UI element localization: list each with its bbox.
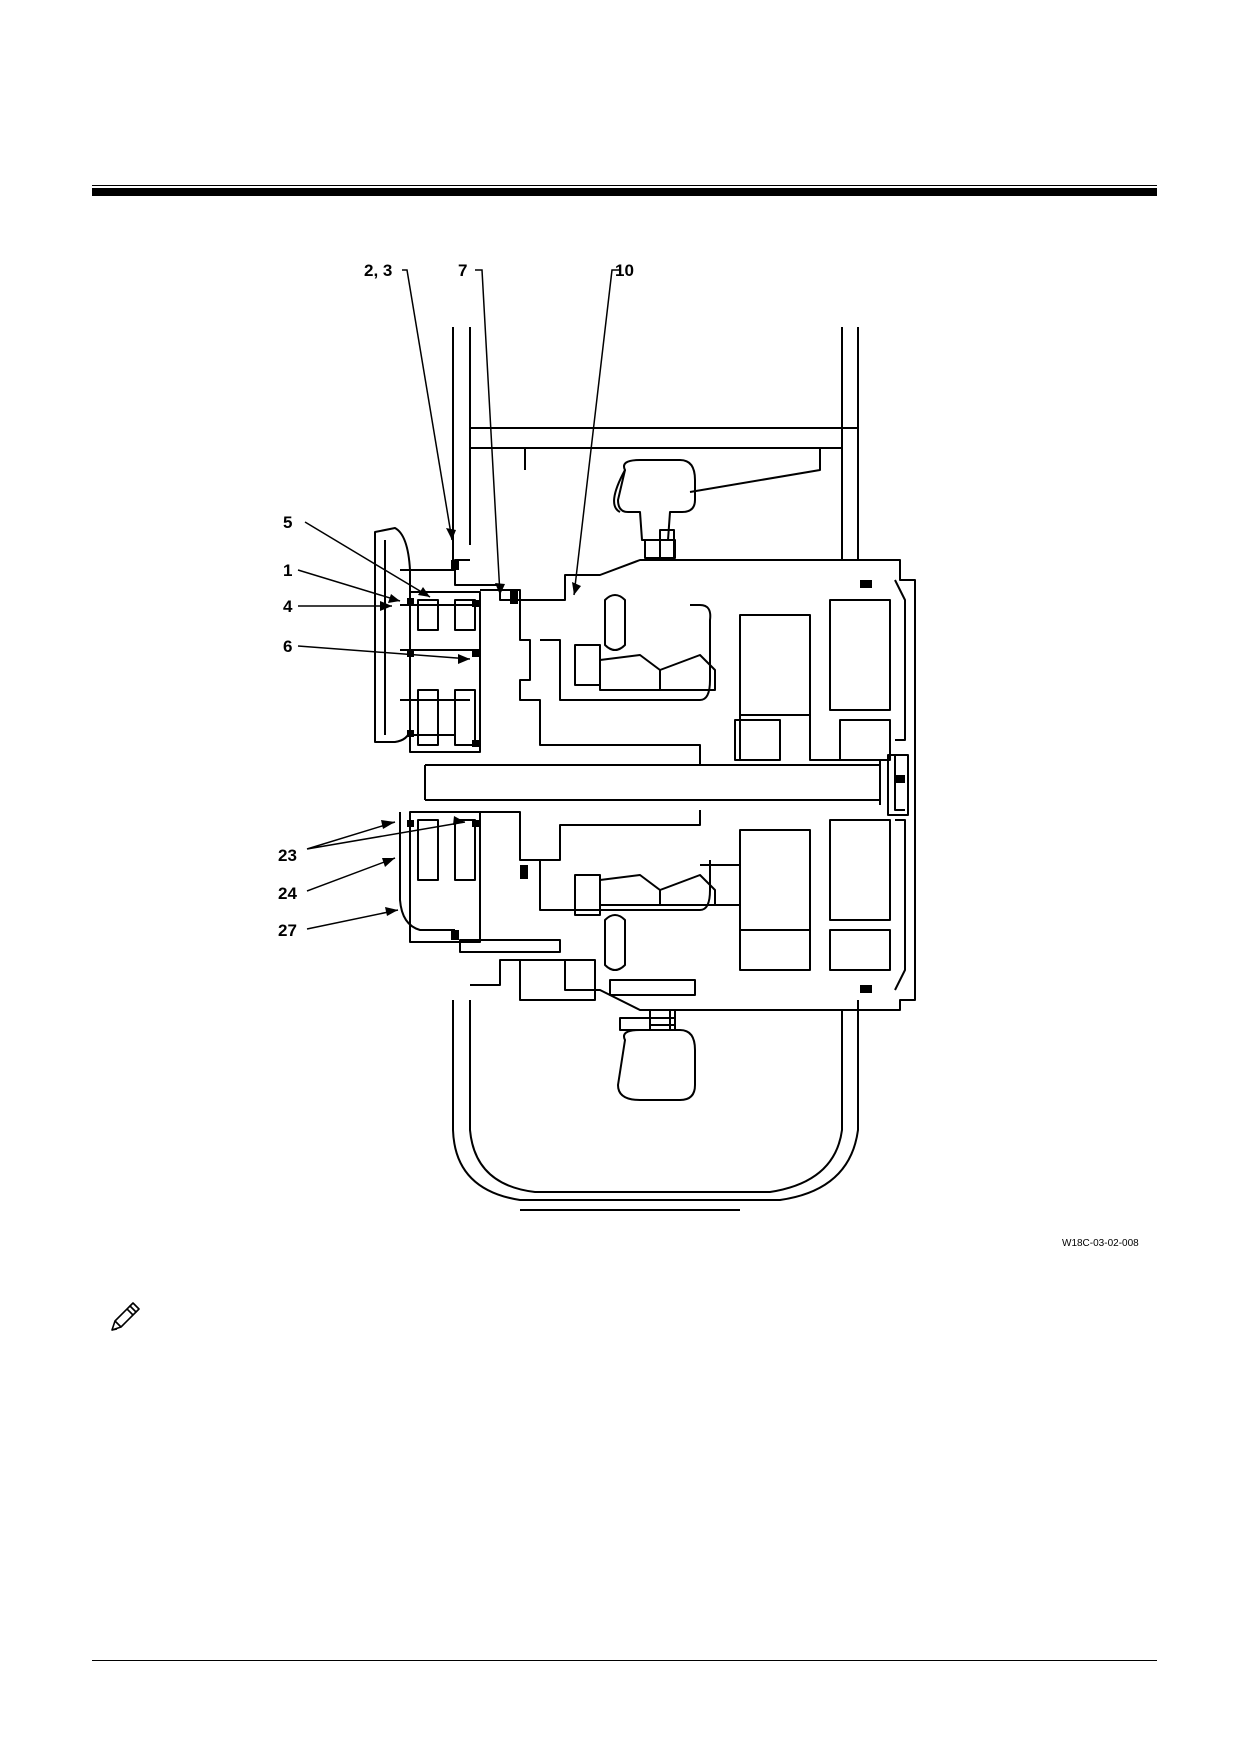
callout-24: 24 xyxy=(278,884,297,903)
callout-4: 4 xyxy=(283,597,293,616)
header-rule xyxy=(92,188,1157,196)
pencil-note-icon xyxy=(111,1302,140,1331)
footer-rule xyxy=(92,1660,1157,1661)
callout-1: 1 xyxy=(283,561,292,580)
header-rule-thin xyxy=(92,185,1157,186)
callout-23: 23 xyxy=(278,846,297,865)
callout-6: 6 xyxy=(283,637,292,656)
callout-27: 27 xyxy=(278,921,297,940)
figure-id: W18C-03-02-008 xyxy=(1062,1238,1139,1249)
callout-10: 10 xyxy=(615,261,634,280)
callout-7: 7 xyxy=(458,261,467,280)
callout-2-3: 2, 3 xyxy=(364,261,392,280)
callout-5: 5 xyxy=(283,513,292,532)
